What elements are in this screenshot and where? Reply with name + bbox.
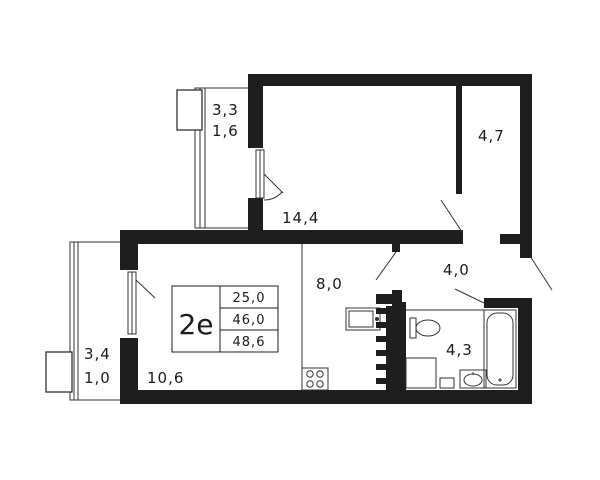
ventilation-shaft [376, 306, 392, 390]
ac-unit-upper [176, 89, 203, 131]
balcony-lower [45, 241, 120, 401]
area-total-with-balcony: 48,6 [233, 335, 266, 350]
area-total: 46,0 [233, 313, 266, 328]
balcony-upper [176, 87, 248, 229]
room-label-bathroom: 4,3 [446, 341, 473, 359]
apartment-code: 2е [178, 308, 213, 341]
area-living: 25,0 [233, 291, 266, 306]
room-label-hall: 4,0 [443, 261, 470, 279]
balcony-door-upper [255, 149, 284, 201]
ac-unit-lower [45, 351, 73, 393]
kitchen-stove [301, 367, 329, 391]
balcony-door-lower [127, 271, 156, 335]
room-label-wardrobe: 4,7 [478, 127, 505, 145]
walls [120, 74, 532, 404]
washing-machine [405, 357, 437, 389]
balcony-lower-coef: 1,0 [84, 369, 111, 387]
room-label-kitchen: 8,0 [316, 275, 343, 293]
partitions [301, 244, 484, 390]
area-table [171, 285, 279, 353]
room-label-living-room: 10,6 [147, 369, 184, 387]
room-label-bedroom: 14,4 [282, 209, 319, 227]
balcony-lower-area: 3,4 [84, 345, 111, 363]
bathroom-fixtures [405, 309, 517, 389]
balcony-upper-coef: 1,6 [212, 122, 239, 140]
balcony-upper-area: 3,3 [212, 101, 239, 119]
door-swings [375, 199, 553, 304]
kitchen-sink [345, 307, 381, 331]
